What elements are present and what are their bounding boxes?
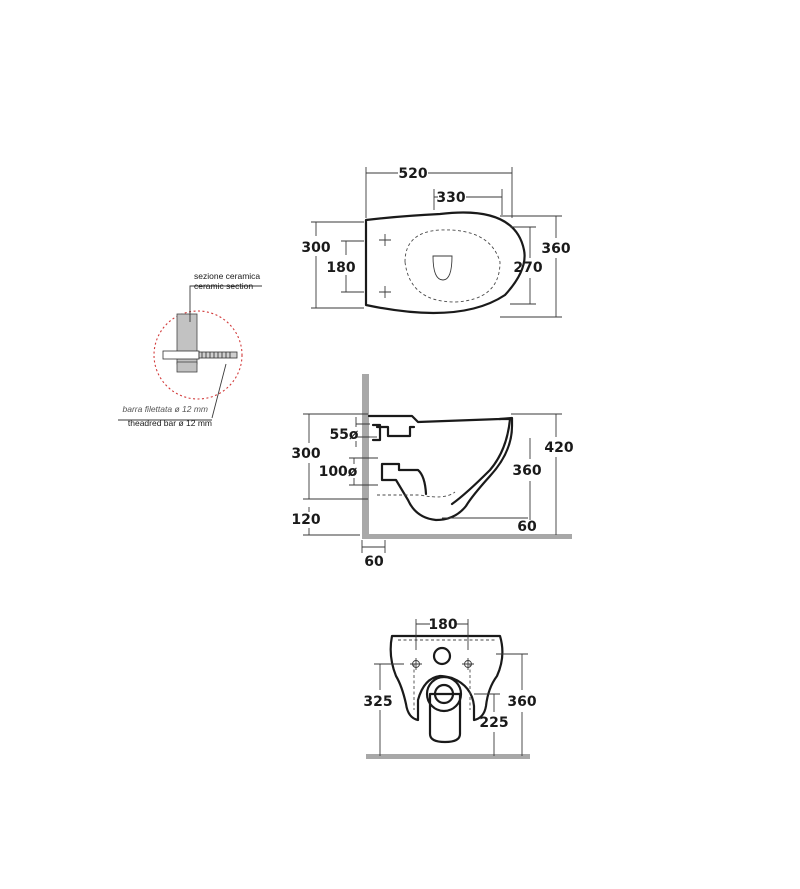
- dim-back-360: 360: [507, 694, 536, 710]
- dim-top-270: 270: [513, 260, 542, 276]
- label-ceramic-en: ceramic section: [194, 281, 253, 291]
- top-view-outline: [364, 211, 526, 315]
- section-detail: sezione ceramica ceramic section barra f…: [118, 271, 262, 428]
- back-view-dimensions: 180 325 360 225: [363, 617, 537, 756]
- floor: [362, 534, 572, 539]
- dim-side-60-bottom: 60: [364, 554, 384, 570]
- dim-back-225: 225: [479, 715, 508, 731]
- dim-side-100: 100ø: [319, 464, 358, 480]
- label-ceramic-it: sezione ceramica: [194, 271, 260, 281]
- top-view-dimensions: 520 330 300 180 360 270: [301, 166, 571, 318]
- dim-top-300: 300: [301, 240, 330, 256]
- back-view-outline: [389, 634, 504, 744]
- dim-back-180: 180: [428, 617, 457, 633]
- dim-side-300: 300: [291, 446, 320, 462]
- label-bar-en: theadred bar ø 12 mm: [128, 418, 212, 428]
- dim-side-420: 420: [544, 440, 573, 456]
- dim-side-60-right: 60: [517, 519, 537, 535]
- wall: [362, 374, 369, 538]
- dim-side-360: 360: [512, 463, 541, 479]
- dim-top-330: 330: [436, 190, 465, 206]
- side-view: 55ø 100ø 300 120 420 360 60 60: [291, 374, 574, 570]
- label-bar-it: barra filettata ø 12 mm: [122, 404, 208, 414]
- side-view-dimensions: 55ø 100ø 300 120 420 360 60 60: [291, 413, 574, 570]
- top-view: 520 330 300 180 360 270: [301, 166, 571, 318]
- dim-side-120: 120: [291, 512, 320, 528]
- side-view-outline: [367, 414, 514, 522]
- back-view: 180 325 360 225: [363, 617, 537, 759]
- dim-top-180: 180: [326, 260, 355, 276]
- detail-circle: [153, 310, 243, 400]
- dim-top-360: 360: [541, 241, 570, 257]
- dim-side-55: 55ø: [329, 427, 358, 443]
- dim-back-325: 325: [363, 694, 392, 710]
- back-floor: [366, 754, 530, 759]
- dim-top-520: 520: [398, 166, 427, 182]
